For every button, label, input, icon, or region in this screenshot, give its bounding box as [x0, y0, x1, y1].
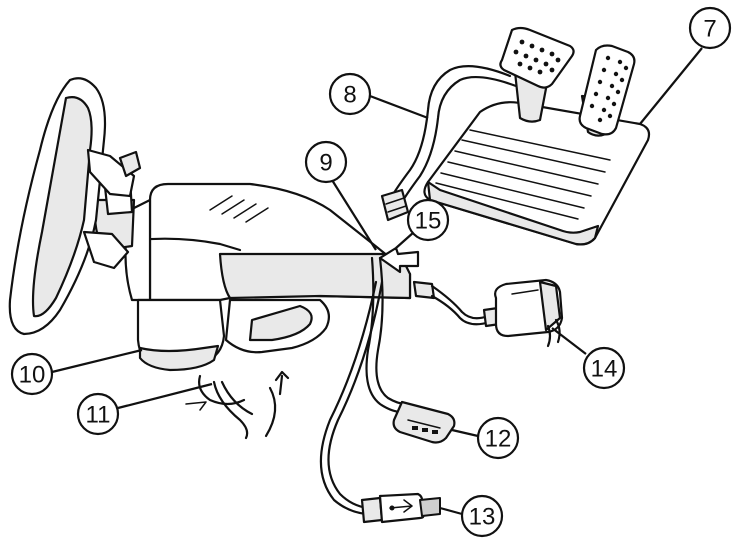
ps-cable [365, 256, 456, 444]
usb-cable [319, 280, 441, 524]
pedal-unit [423, 26, 651, 246]
callout-9: 9 [304, 140, 348, 184]
connector-arrow [378, 246, 420, 274]
callout-10-label: 10 [19, 362, 46, 389]
callout-14-label: 14 [591, 356, 618, 383]
leader-lines [51, 47, 703, 516]
callout-8-label: 8 [343, 82, 356, 109]
power-cable [412, 278, 564, 348]
callout-11: 11 [76, 392, 120, 436]
callout-15-label: 15 [415, 208, 442, 235]
steering-wheel-unit [8, 77, 412, 440]
callout-14: 14 [582, 346, 626, 390]
callout-10: 10 [10, 352, 54, 396]
callout-12-label: 12 [485, 426, 512, 453]
callout-13-label: 13 [469, 504, 496, 531]
pedal-cable [380, 65, 518, 222]
callout-7: 7 [688, 6, 732, 50]
callout-9-label: 9 [319, 150, 332, 177]
callout-7-label: 7 [703, 16, 716, 43]
callout-8: 8 [328, 72, 372, 116]
callout-12: 12 [476, 416, 520, 460]
callout-11-label: 11 [86, 402, 111, 429]
callout-13: 13 [460, 494, 504, 538]
callout-15: 15 [406, 198, 450, 242]
